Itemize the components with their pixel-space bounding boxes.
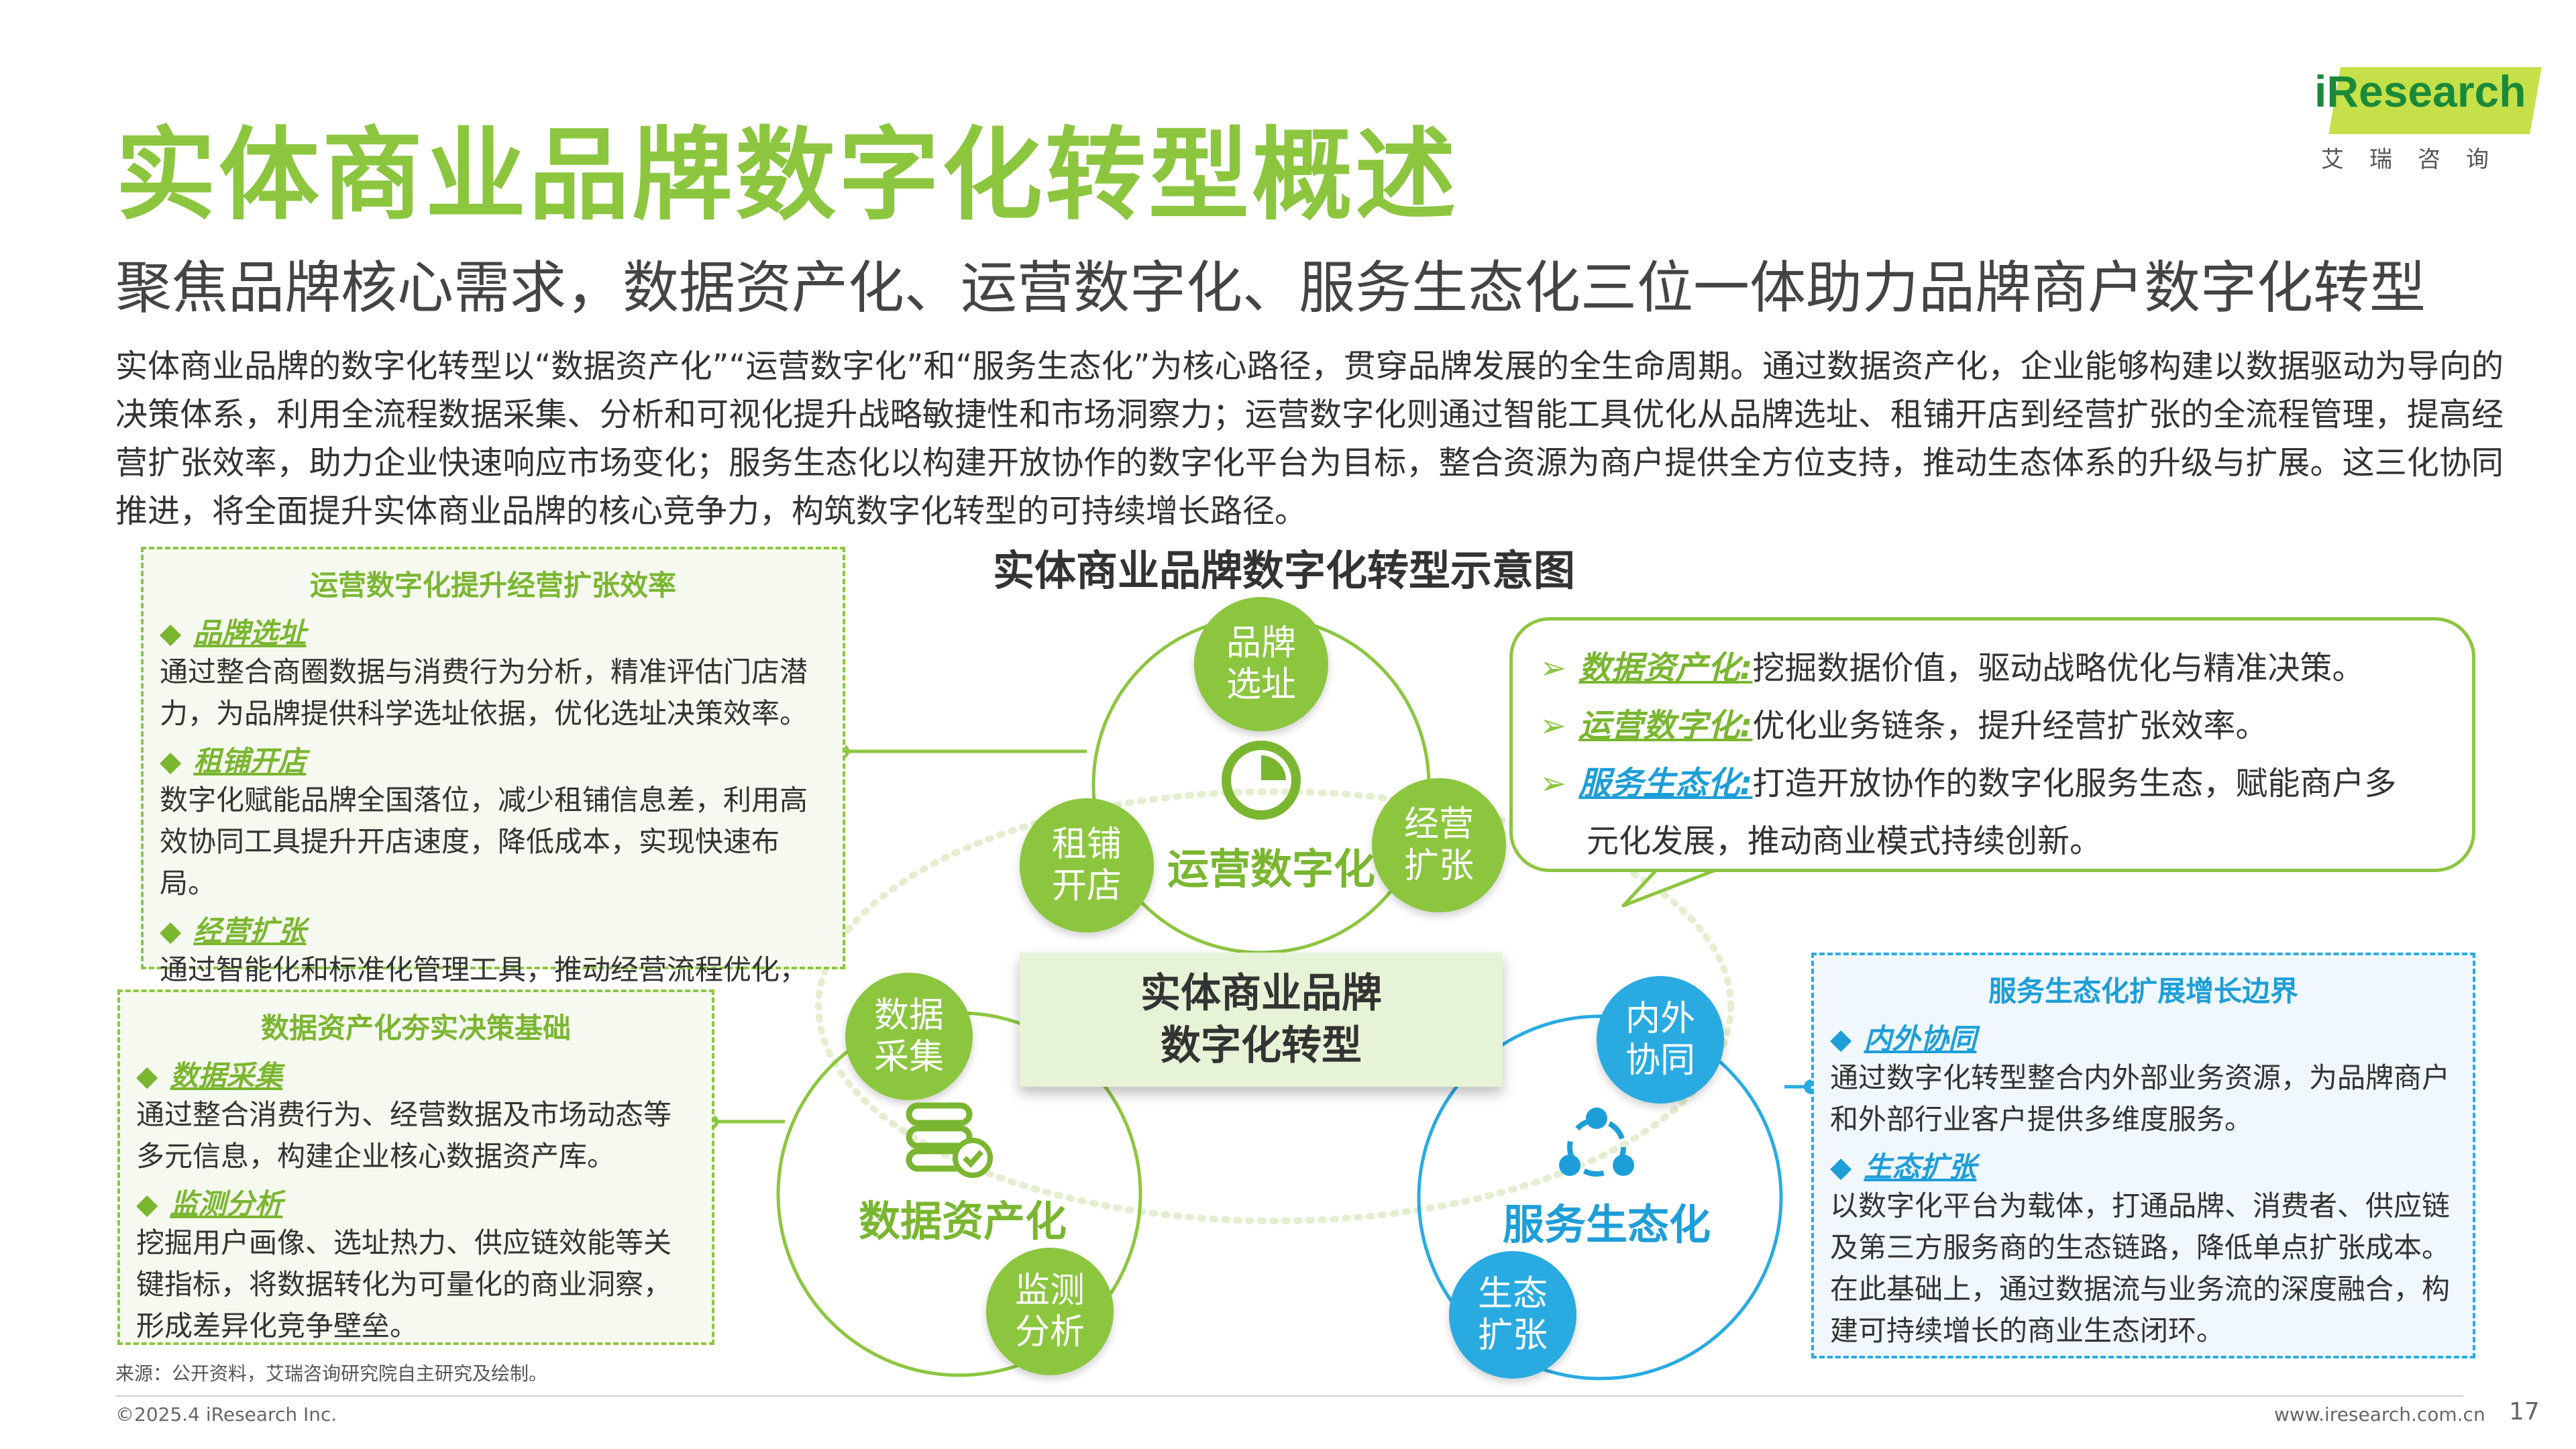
copyright: ©2025.4 iResearch Inc. [115, 1403, 337, 1426]
item-heading: ◆内外协同 [1830, 1022, 1977, 1055]
node-data-collect: 数据采集 [845, 973, 973, 1100]
item-heading: ◆生态扩张 [1830, 1150, 1977, 1183]
node-business-expand: 经营扩张 [1372, 778, 1506, 912]
summary-bubble: ➢数据资产化:挖掘数据价值，驱动战略优化与精准决策。 ➢运营数字化:优化业务链条… [1509, 617, 2475, 872]
item-text: 挖掘用户画像、选址热力、供应链效能等关键指标，将数据转化为可量化的商业洞察，形成… [136, 1226, 672, 1342]
page-title: 实体商业品牌数字化转型概述 [115, 117, 1459, 234]
cluster-label-service: 服务生态化 [1503, 1200, 1711, 1249]
item-heading: ◆租铺开店 [160, 745, 307, 777]
logo-text: iResearch [2314, 66, 2526, 116]
item-text: 通过整合消费行为、经营数据及市场动态等多元信息，构建企业核心数据资产库。 [136, 1098, 672, 1173]
cluster-label-data: 数据资产化 [859, 1197, 1067, 1246]
logo-cn-text: 艾瑞咨询 [2321, 146, 2514, 173]
node-lease-open: 租铺开店 [1020, 798, 1154, 932]
bubble-line: ➢服务生态化:打造开放协作的数字化服务生态，赋能商户多 [1540, 765, 2397, 802]
node-brand-site: 品牌选址 [1194, 597, 1328, 731]
node-eco-expand: 生态扩张 [1449, 1251, 1576, 1379]
center-line-2: 数字化转型 [1161, 1022, 1362, 1069]
bubble-line: ➢运营数字化:优化业务链条，提升经营扩张效率。 [1540, 707, 2268, 745]
item-text: 数字化赋能品牌全国落位，减少租铺信息差，利用高效协同工具提升开店速度，降低成本，… [160, 784, 808, 900]
node-monitor-analyze: 监测分析 [986, 1248, 1114, 1375]
website-url: www.iresearch.com.cn [2274, 1403, 2485, 1426]
footer-divider [115, 1395, 2463, 1397]
node-internal-external: 内外协同 [1597, 976, 1724, 1104]
bubble-line: ➢数据资产化:挖掘数据价值，驱动战略优化与精准决策。 [1540, 649, 2365, 687]
item-text: 以数字化平台为载体，打通品牌、消费者、供应链及第三方服务商的生态链路，降低单点扩… [1830, 1189, 2451, 1347]
item-text: 通过数字化转型整合内外部业务资源，为品牌商户和外部行业客户提供多维度服务。 [1830, 1061, 2451, 1136]
cluster-label-operation: 运营数字化 [1167, 845, 1376, 894]
item-heading: ◆品牌选址 [160, 616, 307, 649]
item-text: 通过整合商圈数据与消费行为分析，精准评估门店潜力，为品牌提供科学选址依据，优化选… [160, 655, 808, 730]
source-note: 来源：公开资料，艾瑞咨询研究院自主研究及绘制。 [115, 1362, 548, 1385]
center-core: 实体商业品牌 数字化转型 [1020, 953, 1503, 1087]
intro-paragraph: 实体商业品牌的数字化转型以“数据资产化”“运营数字化”和“服务生态化”为核心路径… [115, 347, 2504, 530]
box-service: 服务生态化扩展增长边界 ◆内外协同 通过数字化转型整合内外部业务资源，为品牌商户… [1811, 953, 2475, 1358]
network-icon [1559, 1108, 1634, 1177]
iresearch-logo: iResearch 艾瑞咨询 [2308, 60, 2542, 181]
pie-chart-icon [1222, 741, 1301, 820]
diagram-title: 实体商业品牌数字化转型示意图 [993, 546, 1576, 595]
item-heading: ◆监测分析 [136, 1187, 283, 1220]
box-operation-title: 运营数字化提升经营扩张效率 [309, 569, 676, 602]
box-data: 数据资产化夯实决策基础 ◆数据采集 通过整合消费行为、经营数据及市场动态等多元信… [117, 989, 714, 1345]
page-number: 17 [2509, 1398, 2540, 1426]
item-heading: ◆数据采集 [136, 1059, 283, 1092]
box-operation: 运营数字化提升经营扩张效率 ◆品牌选址 通过整合商圈数据与消费行为分析，精准评估… [141, 547, 845, 1028]
bubble-line-continued: 元化发展，推动商业模式持续创新。 [1587, 822, 2102, 860]
database-icon [906, 1102, 993, 1178]
center-line-1: 实体商业品牌 [1140, 970, 1382, 1017]
item-heading: ◆经营扩张 [160, 914, 307, 947]
box-service-title: 服务生态化扩展增长边界 [1988, 975, 2298, 1008]
box-data-title: 数据资产化夯实决策基础 [260, 1012, 571, 1044]
page-subtitle: 聚焦品牌核心需求，数据资产化、运营数字化、服务生态化三位一体助力品牌商户数字化转… [115, 255, 2426, 321]
